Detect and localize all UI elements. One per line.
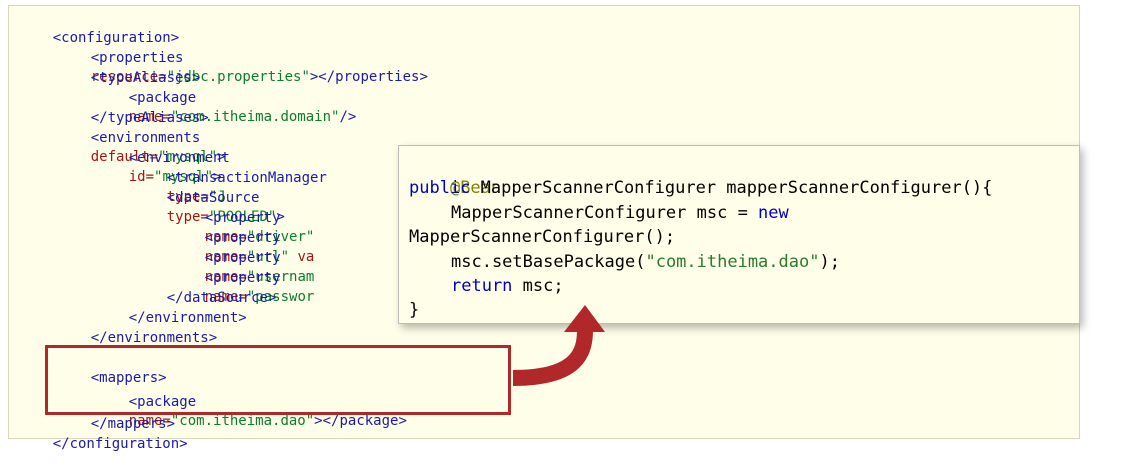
java-method-name: mapperScannerConfigurer(){	[716, 178, 993, 198]
xml-attr: type=	[166, 189, 209, 205]
xml-value: "jdbc.properties"	[166, 69, 310, 85]
xml-tag: ></properties>	[309, 69, 428, 85]
xml-value: "com.itheima.domain"	[170, 109, 340, 125]
xml-line-property-username: <property name="usernam	[171, 230, 315, 306]
xml-tag: <dataSource	[166, 190, 260, 206]
xml-attr: name=	[204, 229, 247, 245]
xml-tag: <property	[204, 210, 281, 226]
xml-attr: id=	[128, 169, 155, 185]
xml-line-datasource-close: </dataSource>	[133, 270, 277, 327]
java-decl: MapperScannerConfigurer msc =	[451, 203, 759, 223]
xml-tag: <property	[204, 270, 281, 286]
xml-tag: </environment>	[128, 310, 247, 326]
java-line-declaration: MapperScannerConfigurer msc = new	[451, 201, 789, 225]
java-line-signature: public MapperScannerConfigurer mapperSca…	[409, 176, 992, 200]
xml-tag: <typeAliases>	[90, 70, 201, 86]
xml-attr: name=	[128, 109, 171, 125]
java-line-annotation: @Bean	[409, 152, 501, 224]
xml-value: "passwor	[246, 289, 315, 305]
java-line-setbasepackage: msc.setBasePackage("com.itheima.dao");	[451, 250, 840, 274]
xml-tag: >	[217, 149, 226, 165]
xml-tag: <properties	[90, 50, 184, 66]
xml-value: "J	[208, 189, 226, 205]
xml-line-datasource-open: <dataSource type="POOLED">	[133, 170, 285, 246]
xml-tag: ></package>	[314, 413, 407, 429]
xml-tag: </mappers>	[90, 416, 176, 432]
xml-line-mappers-open: <mappers>	[57, 350, 167, 407]
xml-tag: <environments	[90, 130, 201, 146]
xml-attr: resource=	[90, 69, 167, 85]
xml-line-property-url: <property name="url" va	[171, 210, 315, 286]
xml-tag: <package	[128, 90, 197, 106]
xml-tag: </environments>	[90, 330, 218, 346]
xml-value: "url"	[246, 249, 290, 265]
xml-line-environment-close: </environment>	[95, 290, 247, 347]
java-return-value: msc;	[512, 276, 564, 296]
xml-tag: <mappers>	[90, 370, 167, 386]
xml-line-transactionmanager: <transactionManager type="J	[133, 150, 327, 226]
java-line-declaration-continued: MapperScannerConfigurer();	[409, 225, 675, 249]
xml-value: "POOLED"	[208, 209, 277, 225]
xml-line-package-dao: <package name="com.itheima.dao"></packag…	[95, 374, 407, 450]
xml-tag: <package	[128, 394, 197, 410]
xml-line-typealiases-open: <typeAliases>	[57, 50, 201, 107]
java-keyword: new	[758, 203, 789, 223]
java-call-end: );	[819, 252, 840, 272]
java-line-close-brace: }	[409, 298, 419, 322]
xml-tag: >	[213, 169, 222, 185]
java-annotation: @Bean	[449, 178, 502, 198]
xml-tag: <transactionManager	[166, 170, 327, 186]
java-type: MapperScannerConfigurer	[470, 178, 717, 198]
xml-line-package-domain: <package name="com.itheima.domain"/>	[95, 70, 357, 146]
xml-tag: <property	[204, 230, 281, 246]
xml-line-mappers-close: </mappers>	[57, 396, 175, 453]
xml-value: "mysql"	[154, 169, 214, 185]
java-line-return: return msc;	[451, 274, 564, 298]
xml-value: "usernam	[246, 269, 315, 285]
xml-tag: <configuration>	[52, 30, 180, 46]
xml-value: "driver"	[246, 229, 315, 245]
xml-line-environment-open: <environment id="mysql">	[95, 130, 230, 206]
java-string: "com.itheima.dao"	[645, 252, 820, 272]
xml-line-properties: <properties resource="jdbc.properties"><…	[57, 30, 428, 106]
xml-attr: name=	[128, 413, 171, 429]
java-brace: }	[409, 300, 420, 320]
xml-tag: >	[276, 209, 285, 225]
xml-line-property-password: <property name="passwor	[171, 250, 315, 326]
mappers-highlight-box	[45, 345, 511, 415]
xml-line-configuration-open: <configuration>	[19, 10, 179, 67]
xml-value: "mysql"	[158, 149, 218, 165]
xml-attr: name=	[204, 269, 247, 285]
xml-line-typealiases-close: </typeAliases>	[57, 90, 209, 147]
xml-tag: <property	[204, 250, 281, 266]
java-keyword: return	[451, 276, 513, 296]
java-code-card: @Bean public MapperScannerConfigurer map…	[398, 145, 1080, 324]
xml-tag: />	[339, 109, 357, 125]
xml-tag: </dataSource>	[166, 290, 277, 306]
xml-value: "com.itheima.dao"	[170, 413, 315, 429]
xml-attr: va	[289, 249, 315, 265]
java-decl-continued: MapperScannerConfigurer();	[409, 227, 676, 247]
xml-tag: </typeAliases>	[90, 110, 209, 126]
xml-attr: name=	[204, 289, 247, 305]
xml-line-configuration-close: </configuration>	[19, 416, 188, 473]
xml-attr: type=	[166, 209, 209, 225]
xml-line-environments-open: <environments default="mysql">	[57, 110, 226, 186]
java-call: msc.setBasePackage(	[451, 252, 646, 272]
java-keyword: public	[409, 178, 471, 198]
xml-line-property-driver: <property name="driver"	[171, 190, 315, 266]
xml-attr: name=	[204, 249, 247, 265]
xml-tag: </configuration>	[52, 436, 188, 452]
xml-attr: default=	[90, 149, 159, 165]
xml-tag: <environment	[128, 150, 230, 166]
xml-line-environments-close: </environments>	[57, 310, 217, 367]
